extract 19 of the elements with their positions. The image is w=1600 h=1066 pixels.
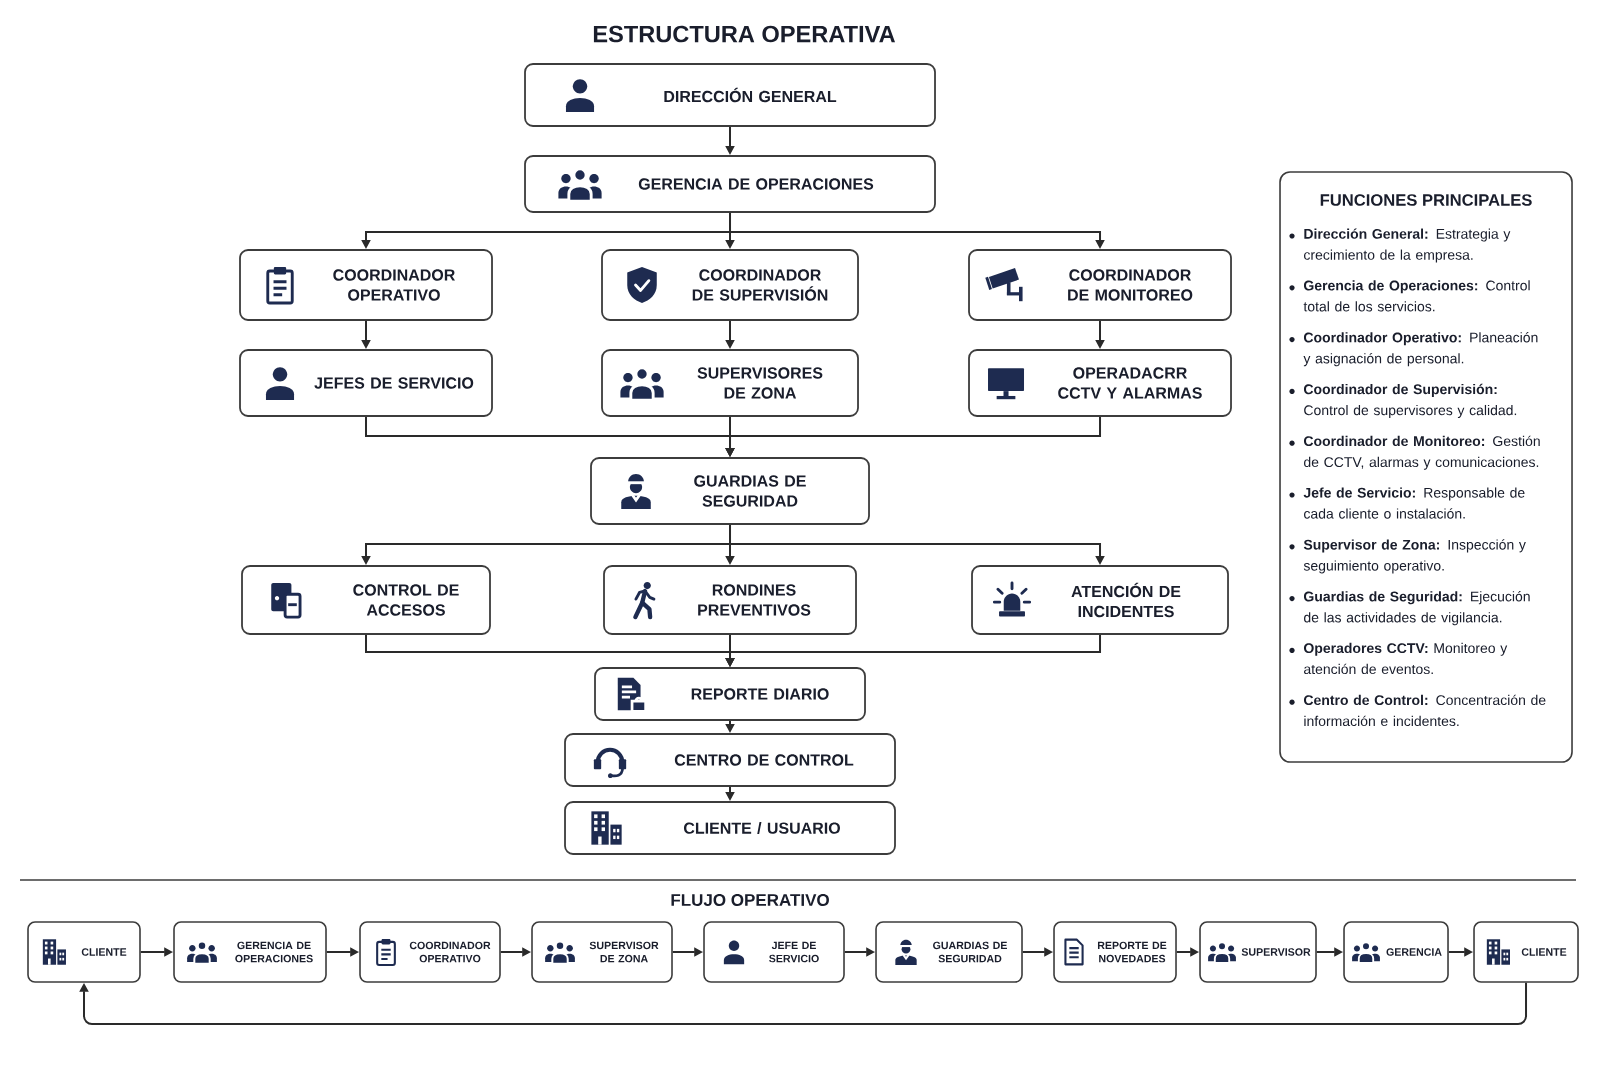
process-box: COORDINADOR OPERATIVO <box>239 249 493 321</box>
arrow <box>79 981 1527 1025</box>
process-box: DIRECCIÓN GENERAL <box>524 63 936 127</box>
process-box: CENTRO DE CONTROL <box>564 733 896 787</box>
process-box: COORDINADOR DE SUPERVISIÓN <box>601 249 859 321</box>
process-box: SUPERVISORES DE ZONA <box>601 349 859 417</box>
process-box: JEFES DE SERVICIO <box>239 349 493 417</box>
title: ESTRUCTURA OPERATIVA <box>593 25 896 43</box>
panel-heading: FUNCIONES PRINCIPALES <box>1320 194 1532 206</box>
process-box: OPERADACRR CCTV Y ALARMAS <box>968 349 1232 417</box>
process-box: COORDINADOR DE MONITOREO <box>968 249 1232 321</box>
process-box: CONTROL DE ACCESOS <box>241 565 491 635</box>
process-box: GERENCIA DE OPERACIONES <box>524 155 936 213</box>
process-box: ATENCIÓN DE INCIDENTES <box>971 565 1229 635</box>
process-box: REPORTE DIARIO <box>594 667 866 721</box>
process-box: RONDINES PREVENTIVOS <box>603 565 857 635</box>
process-box: CLIENTE / USUARIO <box>564 801 896 855</box>
process-box: GUARDIAS DE SEGURIDAD <box>590 457 870 525</box>
section-heading: FLUJO OPERATIVO <box>671 894 829 906</box>
